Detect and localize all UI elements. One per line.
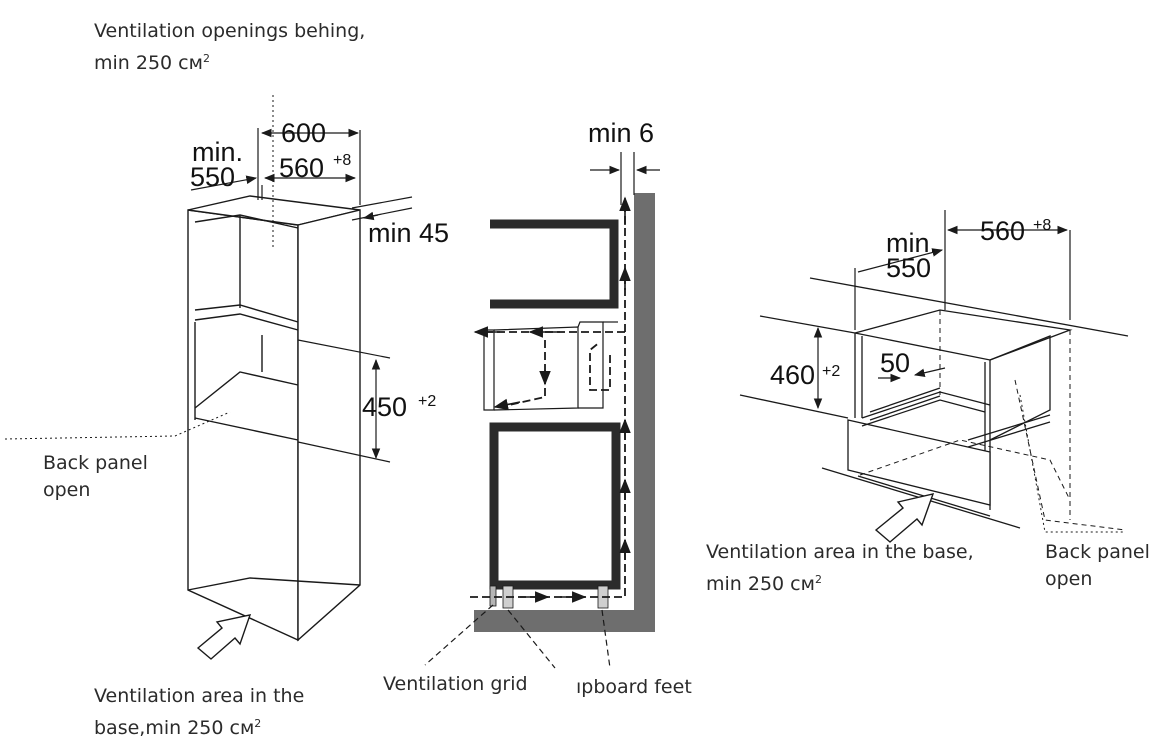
dim-560-tolerance: +8 bbox=[333, 152, 351, 169]
right-airflow-arrow-icon bbox=[874, 493, 935, 543]
dim-450-label: 450 bbox=[362, 392, 407, 422]
left-back-panel-note: Back panel open bbox=[43, 452, 148, 501]
lower-cabinet-panel bbox=[489, 422, 621, 590]
dim-550-label: 550 bbox=[190, 162, 235, 192]
ventilation-grid-label: Ventilation grid bbox=[383, 673, 528, 695]
right-dim-550-label: 550 bbox=[886, 253, 931, 283]
upper-cabinet-panel bbox=[490, 219, 619, 309]
dim-600-label: 600 bbox=[281, 118, 326, 148]
wall-and-floor bbox=[474, 193, 655, 632]
top-ventilation-note-line2: min 250 см2 bbox=[94, 52, 210, 74]
left-airflow-arrow-icon bbox=[196, 614, 252, 660]
right-dim-min-label: min. bbox=[886, 228, 937, 258]
dim-min45-label: min 45 bbox=[368, 218, 449, 248]
back-panel-leader bbox=[4, 411, 231, 440]
dim-560-label: 560 bbox=[279, 153, 324, 183]
dim-min6-label: min 6 bbox=[588, 118, 654, 148]
min6-dimension bbox=[590, 152, 660, 205]
dim-min-label: min. bbox=[192, 137, 243, 167]
right-back-panel-leader bbox=[1019, 394, 1125, 533]
right-dim-460-tolerance: +2 bbox=[822, 363, 840, 380]
left-base-ventilation-note: Ventilation area in the base,min 250 см2 bbox=[94, 685, 305, 739]
right-dim-50-label: 50 bbox=[880, 348, 910, 378]
top-ventilation-note: Ventilation openings behing, min 250 см2 bbox=[94, 18, 365, 77]
right-back-panel-note: Back panel open bbox=[1045, 541, 1150, 590]
right-dim-460-label: 460 bbox=[770, 360, 815, 390]
base-cabinet bbox=[739, 277, 1129, 529]
top-ventilation-note-line1: Ventilation openings behing, bbox=[94, 20, 366, 42]
airflow-arrow-heads bbox=[473, 196, 631, 603]
right-dimension-lines bbox=[813, 210, 1071, 410]
dim-450-tolerance: +2 bbox=[418, 393, 436, 410]
base-cabinet-hidden-lines bbox=[859, 310, 1126, 531]
right-dim-560-label: 560 bbox=[980, 216, 1025, 246]
left-dimension-lines bbox=[190, 128, 413, 463]
section-view bbox=[424, 152, 660, 669]
callout-leaders bbox=[424, 604, 611, 669]
right-dim-560-tolerance: +8 bbox=[1033, 217, 1051, 234]
ventilation-grid-part bbox=[489, 585, 497, 607]
cupboard-feet-label: ıpboard feet bbox=[576, 676, 692, 698]
tall-cabinet bbox=[187, 195, 361, 642]
appliance-outline bbox=[483, 321, 618, 411]
right-base-ventilation-note: Ventilation area in the base, min 250 см… bbox=[706, 541, 974, 595]
